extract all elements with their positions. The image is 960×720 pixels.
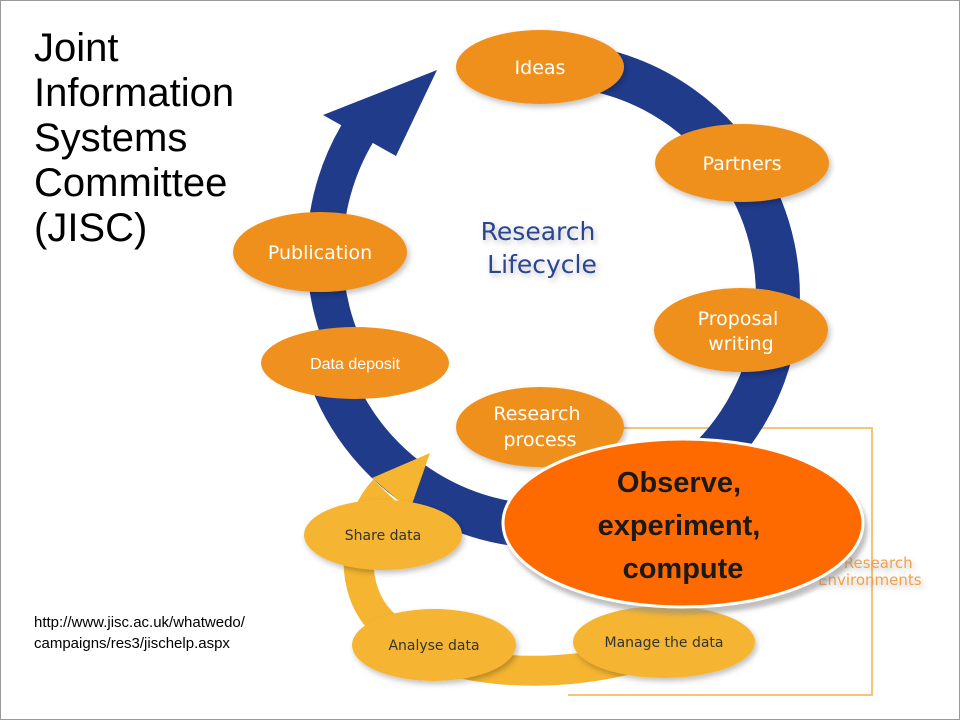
node-share-data-label: Share data bbox=[345, 528, 421, 544]
node-analyse-data-label: Analyse data bbox=[388, 638, 479, 654]
node-partners: Partners bbox=[655, 124, 829, 202]
title-line-1: Joint bbox=[34, 26, 119, 70]
node-research-process-label: Research process bbox=[493, 403, 586, 451]
node-analyse-data: Analyse data bbox=[352, 609, 516, 681]
center-label-line-1: Research bbox=[481, 217, 596, 246]
vre-label-line-2: Environments bbox=[818, 571, 922, 589]
source-url: http://www.jisc.ac.uk/whatwedo/ campaign… bbox=[34, 612, 245, 654]
source-url-line-2: campaigns/res3/jischelp.aspx bbox=[34, 635, 230, 652]
callout-label: Observe, experiment, compute bbox=[598, 467, 769, 585]
node-manage-data: Manage the data bbox=[573, 606, 755, 678]
source-url-line-1: http://www.jisc.ac.uk/whatwedo/ bbox=[34, 614, 245, 631]
title-line-3: Systems bbox=[34, 116, 188, 160]
node-proposal-writing-label: Proposal writing bbox=[698, 308, 785, 355]
node-share-data: Share data bbox=[304, 500, 462, 570]
node-ideas: Ideas bbox=[456, 30, 624, 104]
callout-observe-experiment-compute: Observe, experiment, compute bbox=[501, 437, 865, 609]
center-label: Research Lifecycle bbox=[481, 217, 604, 279]
center-label-line-2: Lifecycle bbox=[487, 250, 597, 279]
node-data-deposit: Data deposit bbox=[261, 327, 449, 399]
node-partners-label: Partners bbox=[703, 153, 782, 175]
title-line-4: Committee bbox=[34, 161, 228, 205]
node-publication-label: Publication bbox=[268, 242, 372, 264]
title-line-2: Information bbox=[34, 71, 235, 115]
title-line-5: (JISC) bbox=[34, 206, 148, 250]
node-manage-data-label: Manage the data bbox=[604, 635, 723, 651]
node-publication: Publication bbox=[233, 212, 407, 292]
node-ideas-label: Ideas bbox=[515, 57, 566, 79]
slide-title: Joint Information Systems Committee (JIS… bbox=[34, 26, 234, 251]
node-proposal-writing: Proposal writing bbox=[654, 288, 828, 372]
node-data-deposit-label: Data deposit bbox=[310, 356, 400, 373]
node-research-process: Research process bbox=[456, 387, 624, 467]
